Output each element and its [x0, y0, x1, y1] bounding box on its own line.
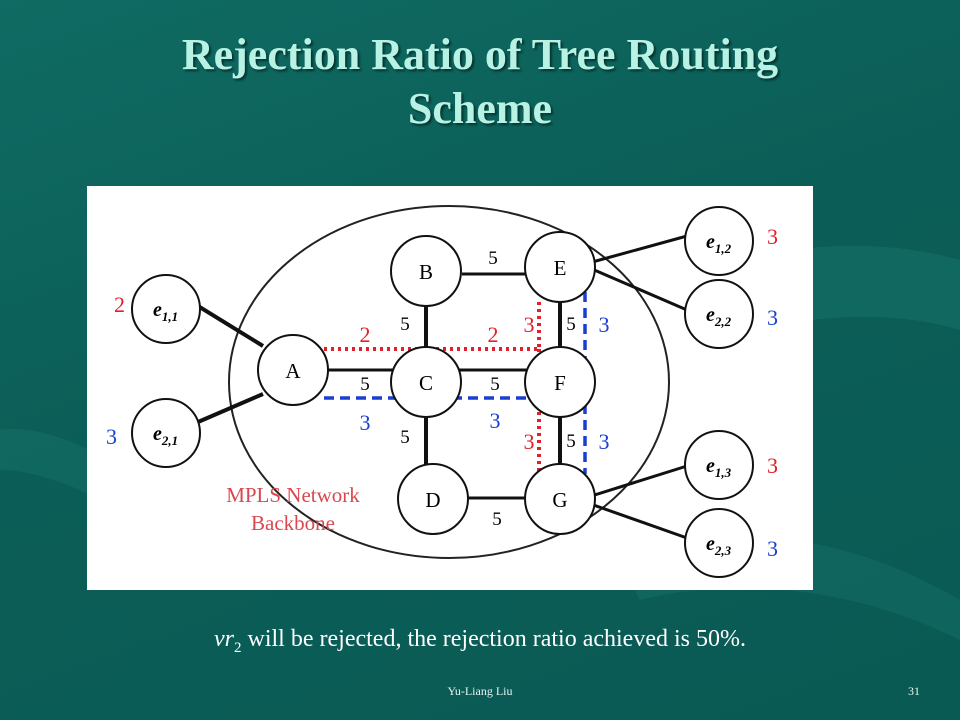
slide-title-line1: Rejection Ratio of Tree Routing — [181, 30, 779, 79]
node-a: A — [257, 334, 329, 406]
mpls-backbone-ellipse — [228, 205, 670, 559]
edge-node-e11-base: e — [153, 299, 162, 321]
node-g: G — [524, 463, 596, 535]
svg-text:e1,2: e1,2 — [706, 231, 732, 256]
svg-text:e1,3: e1,3 — [706, 455, 732, 480]
caption-variable: vr — [214, 626, 235, 652]
demand-e23: 3 — [767, 536, 778, 561]
edge-node-e21-sub: 2,1 — [161, 433, 178, 448]
footer-author: Yu-Liang Liu — [447, 684, 513, 698]
slide-caption: vr2 will be rejected, the rejection rati… — [0, 626, 960, 657]
edge-node-e21-base: e — [153, 423, 162, 445]
capacity-e-f: 5 — [566, 314, 576, 335]
edge-node-e23-base: e — [706, 533, 715, 555]
link-e21-a — [197, 392, 264, 424]
capacity-c-f: 5 — [490, 374, 500, 395]
link-g-e23 — [584, 500, 688, 540]
edge-node-e23: e2,3 — [684, 508, 754, 578]
edge-node-e12-sub: 1,2 — [715, 241, 732, 256]
page-number: 31 — [908, 684, 920, 698]
capacity-f-g: 5 — [566, 431, 576, 452]
edge-node-e11: e1,1 — [131, 274, 201, 344]
demand-e22: 3 — [767, 305, 778, 330]
node-d-label: D — [425, 488, 440, 512]
svg-text:e2,2: e2,2 — [706, 304, 732, 329]
red-flow-path — [324, 298, 541, 474]
capacity-d-g: 5 — [492, 509, 502, 530]
red-flow-c-f: 2 — [488, 322, 499, 347]
capacity-b-c: 5 — [400, 314, 410, 335]
node-g-label: G — [552, 488, 567, 512]
demand-e12: 3 — [767, 224, 778, 249]
capacity-a-c: 5 — [360, 374, 370, 395]
edge-node-e13-base: e — [706, 455, 715, 477]
red-flow-a-c: 2 — [360, 322, 371, 347]
edge-node-e23-sub: 2,3 — [714, 543, 732, 558]
edge-node-e12: e1,2 — [684, 206, 754, 276]
node-f: F — [524, 346, 596, 418]
slide-title: Rejection Ratio of Tree Routing Scheme — [60, 28, 900, 136]
demand-e11: 2 — [114, 292, 125, 317]
node-b: B — [390, 235, 462, 307]
capacity-c-d: 5 — [400, 427, 410, 448]
edge-node-e22: e2,2 — [684, 279, 754, 349]
node-e: E — [524, 231, 596, 303]
demand-e13: 3 — [767, 453, 778, 478]
link-g-e13 — [584, 464, 688, 500]
backbone-label-line1: MPLS Network — [226, 483, 360, 507]
node-b-label: B — [419, 260, 433, 284]
network-diagram: A B C D E F G — [87, 186, 813, 590]
edge-node-e22-base: e — [706, 304, 715, 326]
edge-node-e21: e2,1 — [131, 398, 201, 468]
node-a-label: A — [285, 359, 301, 383]
caption-subscript: 2 — [234, 639, 242, 656]
demand-e21: 3 — [106, 424, 117, 449]
caption-text: will be rejected, the rejection ratio ac… — [241, 626, 746, 652]
node-c: C — [390, 346, 462, 418]
capacity-b-e: 5 — [488, 248, 498, 269]
red-flow-e-f: 3 — [524, 312, 535, 337]
node-e-label: E — [554, 256, 567, 280]
blue-flow-f-g: 3 — [599, 429, 610, 454]
svg-text:e2,3: e2,3 — [706, 533, 732, 558]
blue-flow-e-f: 3 — [599, 312, 610, 337]
red-flow-f-g: 3 — [524, 429, 535, 454]
node-c-label: C — [419, 371, 433, 395]
edge-node-e12-base: e — [706, 231, 715, 253]
svg-text:e1,1: e1,1 — [153, 299, 178, 324]
slide-title-line2: Scheme — [407, 84, 553, 133]
node-d: D — [397, 463, 469, 535]
link-e-e22 — [584, 264, 688, 312]
edge-node-e13: e1,3 — [684, 430, 754, 500]
blue-flow-c-f: 3 — [490, 408, 501, 433]
backbone-label-line2: Backbone — [251, 511, 335, 535]
edge-node-e11-sub: 1,1 — [162, 309, 178, 324]
svg-text:e2,1: e2,1 — [153, 423, 178, 448]
link-e11-a — [196, 304, 265, 348]
node-f-label: F — [554, 371, 566, 395]
edge-node-e22-sub: 2,2 — [714, 314, 732, 329]
edge-node-e13-sub: 1,3 — [715, 465, 732, 480]
blue-flow-a-c: 3 — [360, 410, 371, 435]
link-e-e12 — [584, 234, 688, 266]
network-diagram-svg: A B C D E F G — [106, 205, 778, 578]
